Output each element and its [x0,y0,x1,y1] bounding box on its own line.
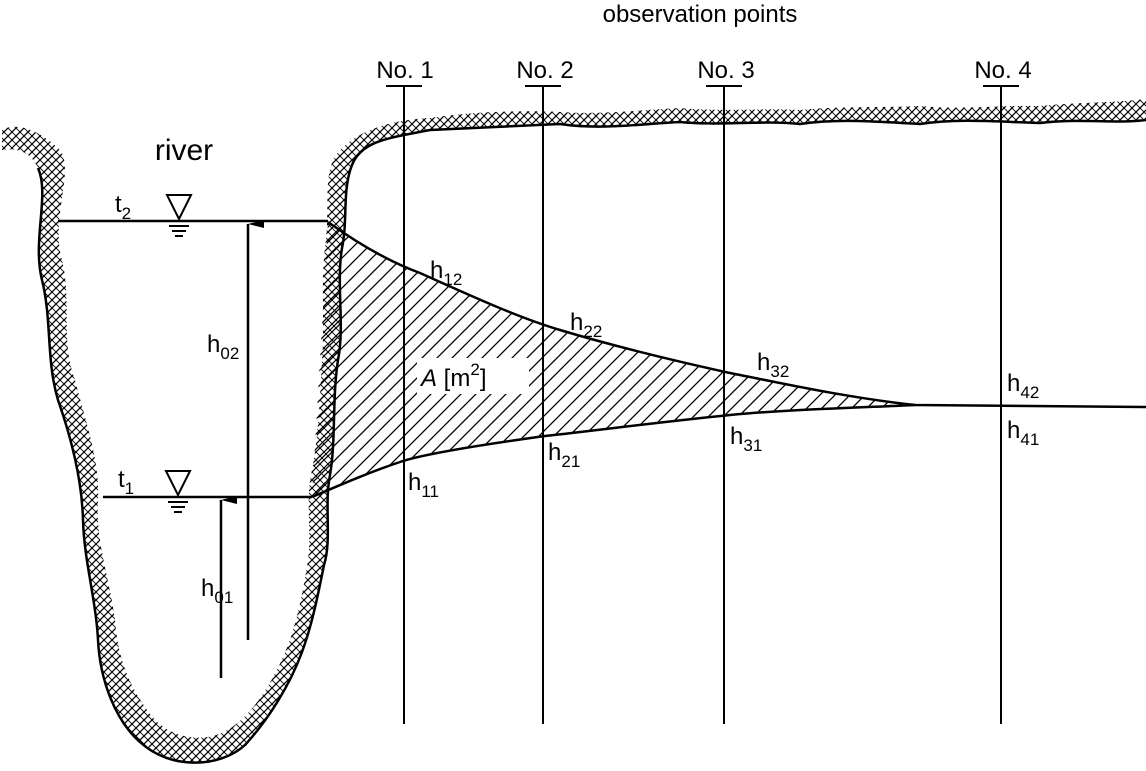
river-bank-line [36,118,1146,764]
height-label-h32: h32 [757,349,789,381]
height-label-h42: h42 [1007,370,1039,402]
height-label-h41: h41 [1007,417,1039,449]
observation-point-label-3: No. 3 [697,57,754,84]
water-level-symbol-t2 [165,194,193,237]
time-label-t1: t1 [118,466,134,498]
observation-well-1 [386,85,422,724]
observation-point-label-2: No. 2 [516,57,573,84]
height-label-h22: h22 [570,309,602,341]
height-label-h02: h02 [207,331,239,363]
area-label: A [m2] [419,360,486,392]
height-label-h31: h31 [730,423,762,455]
observation-point-label-1: No. 1 [376,57,433,84]
height-label-h11: h11 [408,469,439,501]
area-label-background [417,358,529,394]
height-label-h12: h12 [430,257,462,289]
diagram-title: observation points [603,1,798,28]
height-label-h01: h01 [201,575,233,607]
height-label-h21: h21 [548,439,580,471]
river-label: river [155,134,213,167]
storage-area-hatch [312,222,915,497]
observation-well-2 [525,85,561,724]
observation-point-label-4: No. 4 [974,57,1031,84]
soil-hatching [2,99,1146,763]
water-level-symbol-t1 [164,470,192,513]
observation-well-3 [706,85,742,724]
water-table-t1 [311,403,916,499]
observation-well-4 [983,85,1019,724]
time-label-t2: t2 [115,191,131,223]
